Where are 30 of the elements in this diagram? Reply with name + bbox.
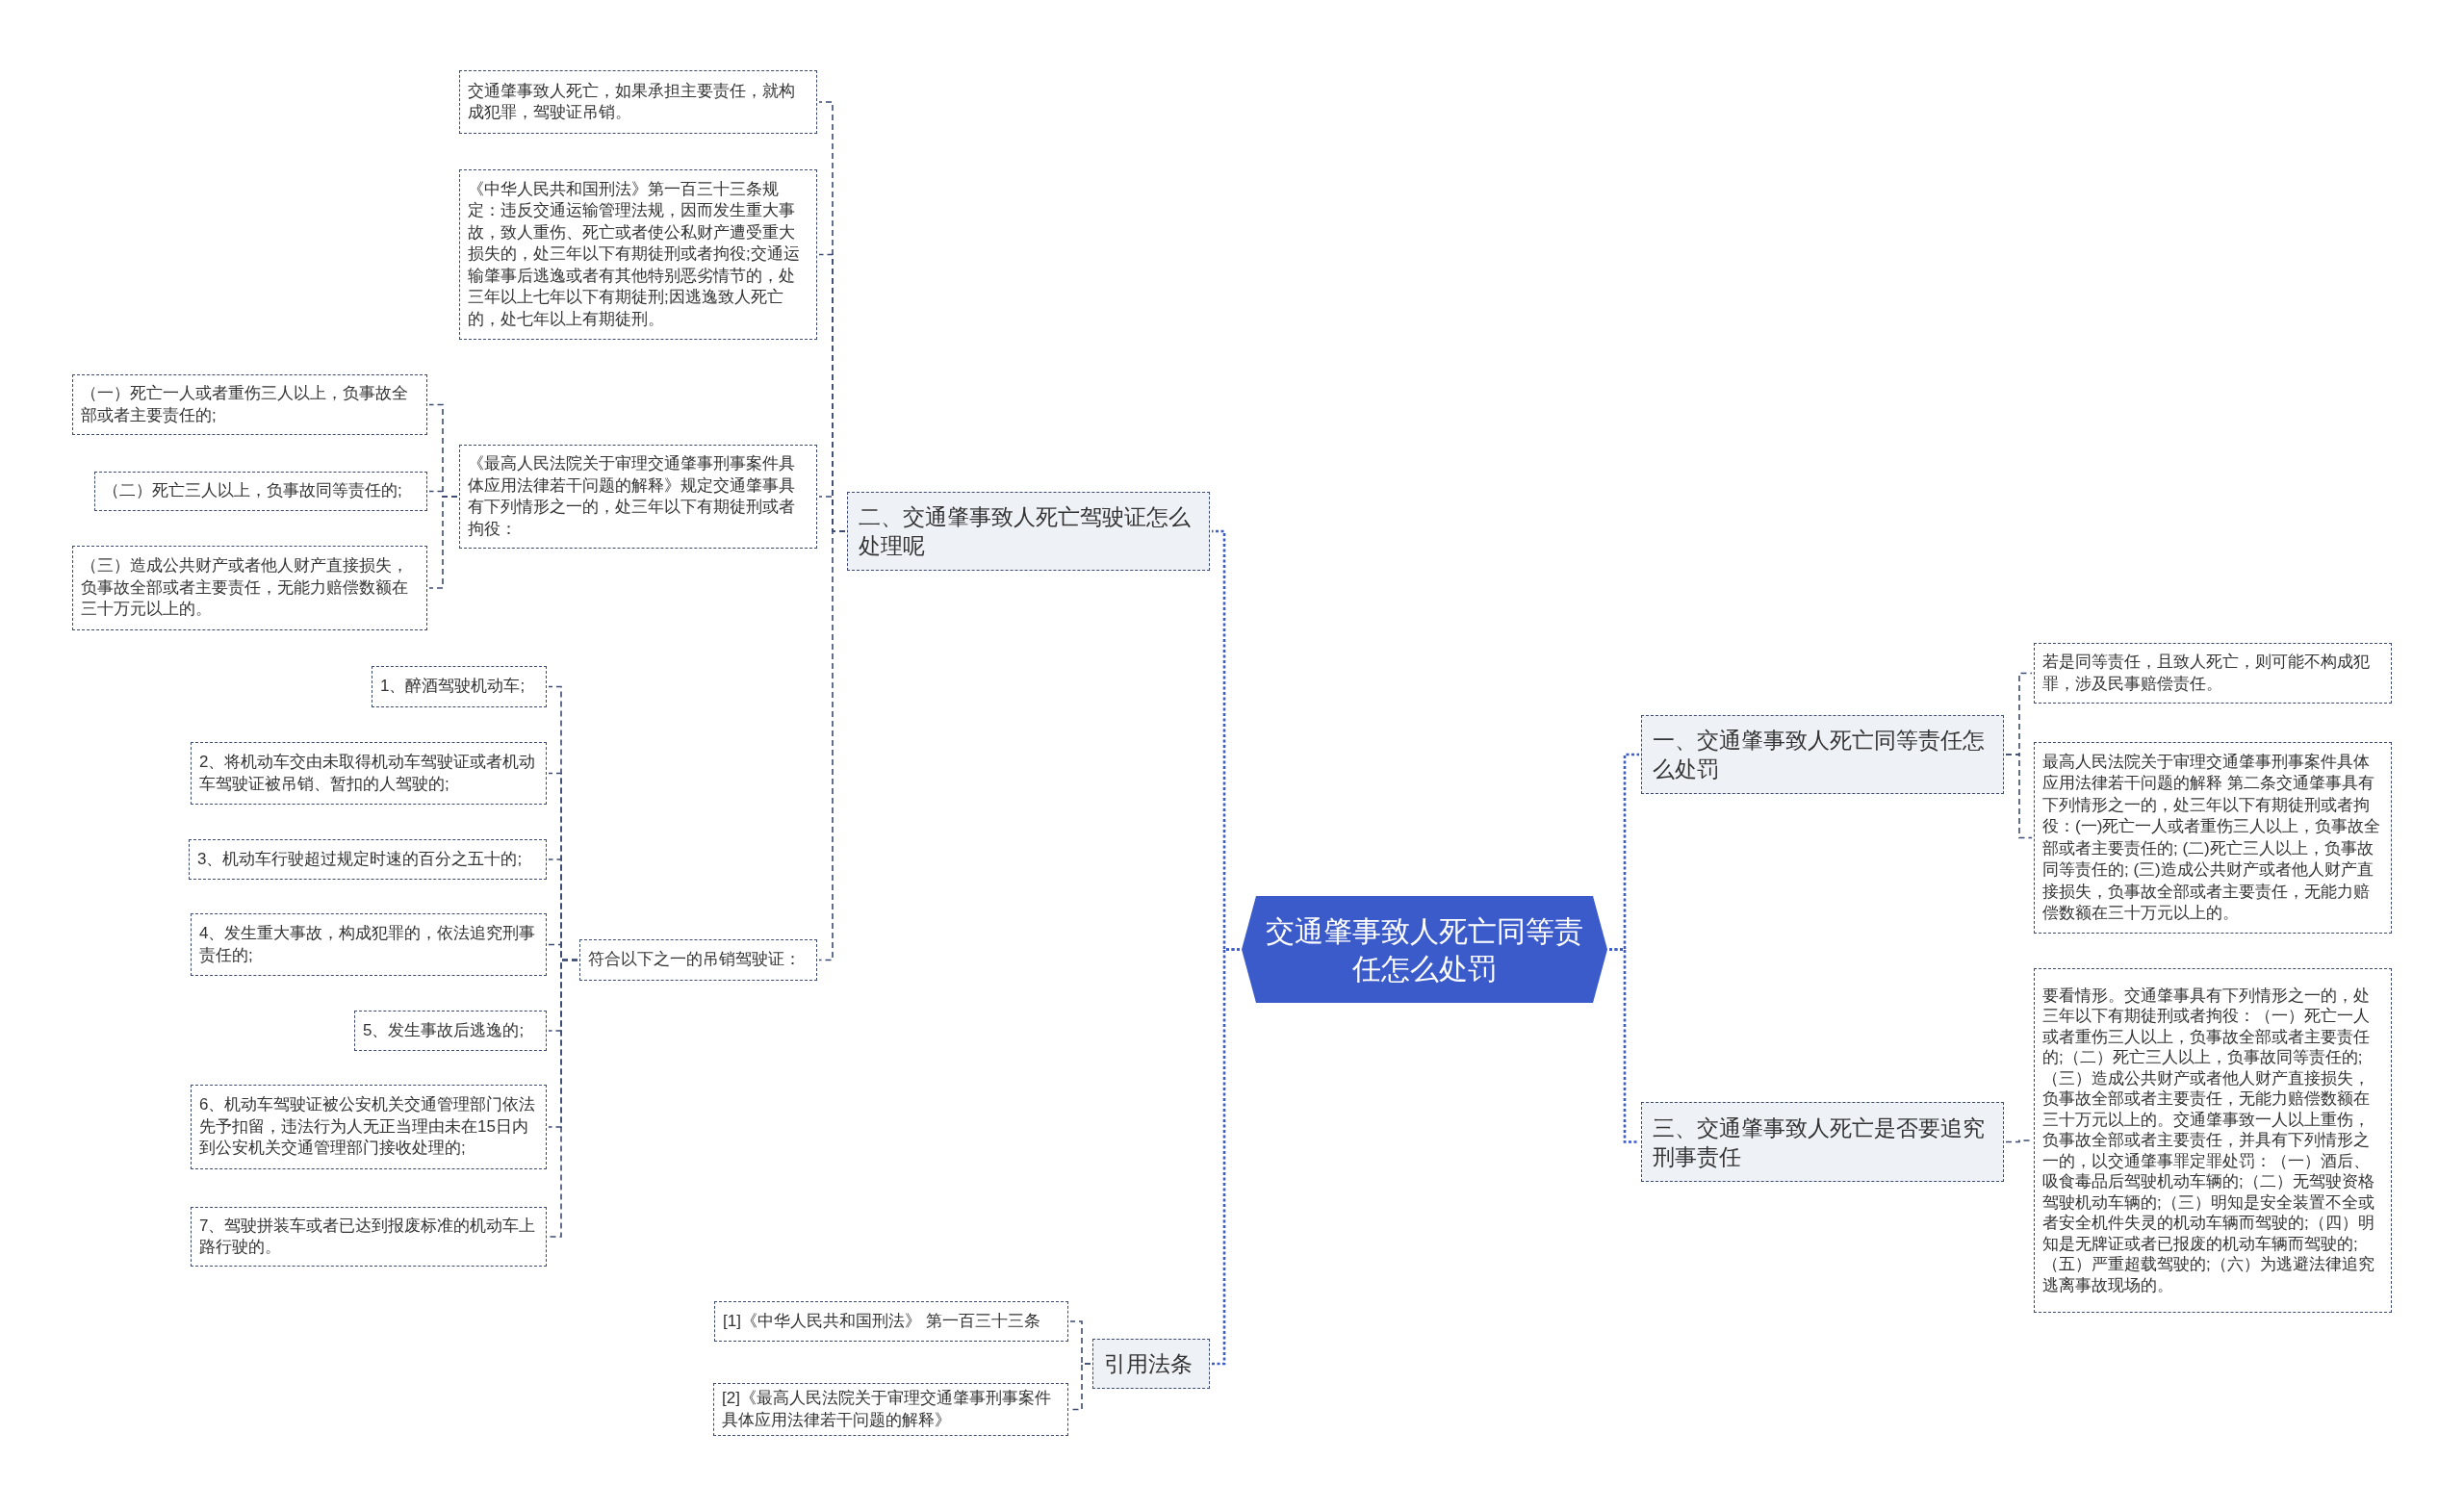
note-box: （三）造成公共财产或者他人财产直接损失，负事故全部或者主要责任，无能力赔偿数额在三十万元以上的。 [72,546,427,630]
connector-line [548,959,578,1238]
note-box: （一）死亡一人或者重伤三人以上，负事故全部或者主要责任的; [72,374,427,435]
topic-hexagon: 交通肇事致人死亡同等责任怎么处罚 [1242,896,1607,1003]
topic-box: 引用法条 [1092,1339,1210,1389]
note-box: 《中华人民共和国刑法》第一百三十三条规定：违反交通运输管理法规，因而发生重大事故，致人重伤、死亡或者使公私财产遭受重大损失的，处三年以下有期徒刑或者拘役;交通运输肇事后逃逸或者有其他特别恶劣情节的，处三年以上七年以下有期徒刑;因逃逸致人死亡的，处七年以上有期徒刑。 [459,169,817,340]
note-box: [2]《最高人民法院关于审理交通肇事刑事案件具体应用法律若干问题的解释》 [713,1383,1068,1436]
note-box: 5、发生事故后逃逸的; [354,1011,547,1051]
note-box: （二）死亡三人以上，负事故同等责任的; [94,472,427,511]
note-box: 1、醉酒驾驶机动车; [372,666,547,707]
note-box: 7、驾驶拼装车或者已达到报废标准的机动车上路行驶的。 [191,1207,547,1267]
note-box: 《最高人民法院关于审理交通肇事刑事案件具体应用法律若干问题的解释》规定交通肇事具有下列情形之一的，处三年以下有期徒刑或者拘役： [459,445,817,549]
note-box: 6、机动车驾驶证被公安机关交通管理部门依法先予扣留，违法行为人无正当理由未在15日内到公安机关交通管理部门接收处理的; [191,1085,547,1169]
note-box: 4、发生重大事故，构成犯罪的，依法追究刑事责任的; [191,913,547,976]
note-box: 符合以下之一的吊销驾驶证： [579,939,817,981]
topic-box: 三、交通肇事致人死亡是否要追究刑事责任 [1641,1102,2004,1182]
note-box: 要看情形。交通肇事具有下列情形之一的，处三年以下有期徒刑或者拘役：（一）死亡一人或者重伤三人以上，负事故全部或者主要责任的;（二）死亡三人以上，负事故同等责任的;（三）造成公共财产或者他人财产直接损失，负事故全部或者主要责任，无能力赔偿数额在三十万元以上的。交通肇事致一人以上重伤，负事故全部或者主要责任，并具有下列情形之一的，以交通肇事罪定罪处罚：（一）酒后、吸食毒品后驾驶机动车辆的;（二）无驾驶资格驾驶机动车辆的;（三）明知是安全装置不全或者安全机件失灵的机动车辆而驾驶的;（四）明知是无牌证或者已报废的机动车辆而驾驶的;（五）严重超载驾驶的;（六）为逃避法律追究逃离事故现场的。 [2034,968,2392,1313]
connector-line [2005,1140,2033,1143]
topic-box: 一、交通肇事致人死亡同等责任怎么处罚 [1641,715,2004,794]
connector-line [2005,754,2033,839]
note-box: 3、机动车行驶超过规定时速的百分之五十的; [189,839,547,880]
note-box: 若是同等责任，且致人死亡，则可能不构成犯罪，涉及民事赔偿责任。 [2034,643,2392,704]
topic-box: 二、交通肇事致人死亡驾驶证怎么处理呢 [847,492,1210,571]
note-box: [1]《中华人民共和国刑法》 第一百三十三条 [714,1301,1068,1342]
connector-line [1609,948,1639,1143]
note-box: 2、将机动车交由未取得机动车驾驶证或者机动车驾驶证被吊销、暂扣的人驾驶的; [191,742,547,805]
connector-line [428,496,458,589]
note-box: 最高人民法院关于审理交通肇事刑事案件具体应用法律若干问题的解释 第二条交通肇事具有下列情形之一的，处三年以下有期徒刑或者拘役：(一)死亡一人或者重伤三人以上，负事故全部或者主要责任的; (二)死亡三人以上，负事故同等责任的; (三)造成公共财产或者他人财产直接损失，负事故全部或者主要责任，无能力赔偿数额在三十万元以上的。 [2034,742,2392,934]
connector-line [1212,948,1240,1366]
note-box: 交通肇事致人死亡，如果承担主要责任，就构成犯罪，驾驶证吊销。 [459,70,817,134]
